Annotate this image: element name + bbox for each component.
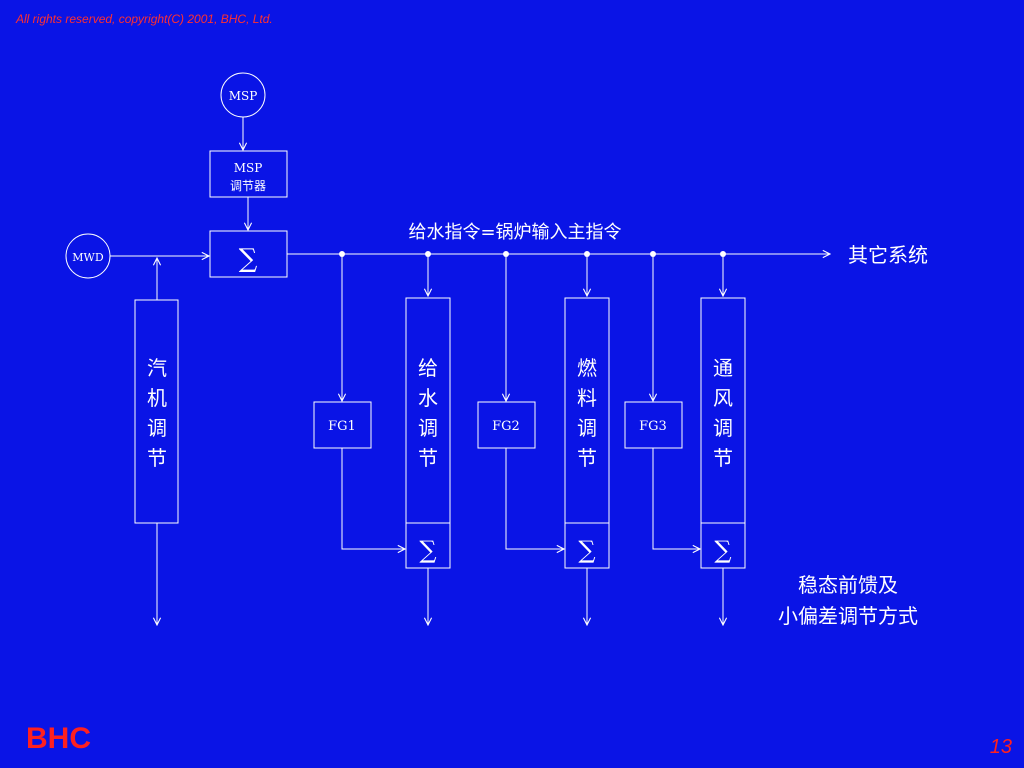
fg1-label: FG1 bbox=[328, 419, 356, 434]
feedwater-control-char: 调 bbox=[418, 416, 438, 440]
mwd-circle-label: MWD bbox=[72, 251, 104, 264]
junction-dot bbox=[339, 251, 345, 257]
fuel-control-char: 调 bbox=[577, 416, 597, 440]
fuel-sum-symbol: ∑ bbox=[578, 536, 595, 564]
page-number: 13 bbox=[989, 736, 1012, 758]
fg1-output-arrow bbox=[341, 448, 405, 549]
turbine-control-char: 机 bbox=[147, 386, 167, 410]
junction-dots bbox=[339, 251, 726, 257]
junction-dot bbox=[720, 251, 726, 257]
msp-controller-label-2: 调节器 bbox=[230, 179, 266, 193]
other-systems-label: 其它系统 bbox=[848, 243, 928, 267]
caption-line-1: 稳态前馈及 bbox=[798, 573, 898, 597]
air-control-char: 调 bbox=[713, 416, 733, 440]
fg2-label: FG2 bbox=[492, 419, 520, 434]
air-control-box bbox=[700, 297, 746, 524]
fuel-control-box bbox=[564, 297, 610, 524]
main-sum-symbol: ∑ bbox=[239, 244, 258, 274]
turbine-control-char: 调 bbox=[147, 416, 167, 440]
fg3-output-arrow bbox=[652, 448, 700, 549]
copyright-notice: All rights reserved, copyright(C) 2001, … bbox=[16, 12, 273, 26]
turbine-control-char: 汽 bbox=[147, 356, 167, 380]
fuel-control-char: 节 bbox=[577, 446, 597, 470]
air-control-char: 风 bbox=[713, 386, 733, 410]
junction-dot bbox=[503, 251, 509, 257]
brand-logo: BHC bbox=[26, 722, 91, 755]
turbine-control-char: 节 bbox=[147, 446, 167, 470]
fuel-control-char: 料 bbox=[577, 386, 597, 410]
junction-dot bbox=[650, 251, 656, 257]
main-signal-label: 给水指令=锅炉输入主指令 bbox=[408, 222, 621, 243]
fg3-label: FG3 bbox=[639, 419, 667, 434]
feedwater-control-char: 水 bbox=[418, 386, 438, 410]
msp-controller-label-1: MSP bbox=[234, 161, 263, 175]
junction-dot bbox=[584, 251, 590, 257]
air-sum-symbol: ∑ bbox=[714, 536, 731, 564]
feedwater-control-char: 给 bbox=[418, 356, 438, 380]
feedwater-sum-symbol: ∑ bbox=[419, 536, 436, 564]
air-control-char: 通 bbox=[713, 356, 733, 380]
fg2-output-arrow bbox=[505, 448, 564, 549]
feedwater-control-box bbox=[405, 297, 451, 524]
junction-dot bbox=[425, 251, 431, 257]
feedwater-control-char: 节 bbox=[418, 446, 438, 470]
air-control-char: 节 bbox=[713, 446, 733, 470]
caption-line-2: 小偏差调节方式 bbox=[778, 604, 918, 628]
turbine-control-box bbox=[134, 299, 179, 524]
msp-circle-label: MSP bbox=[229, 89, 258, 103]
fuel-control-char: 燃 bbox=[577, 356, 597, 380]
